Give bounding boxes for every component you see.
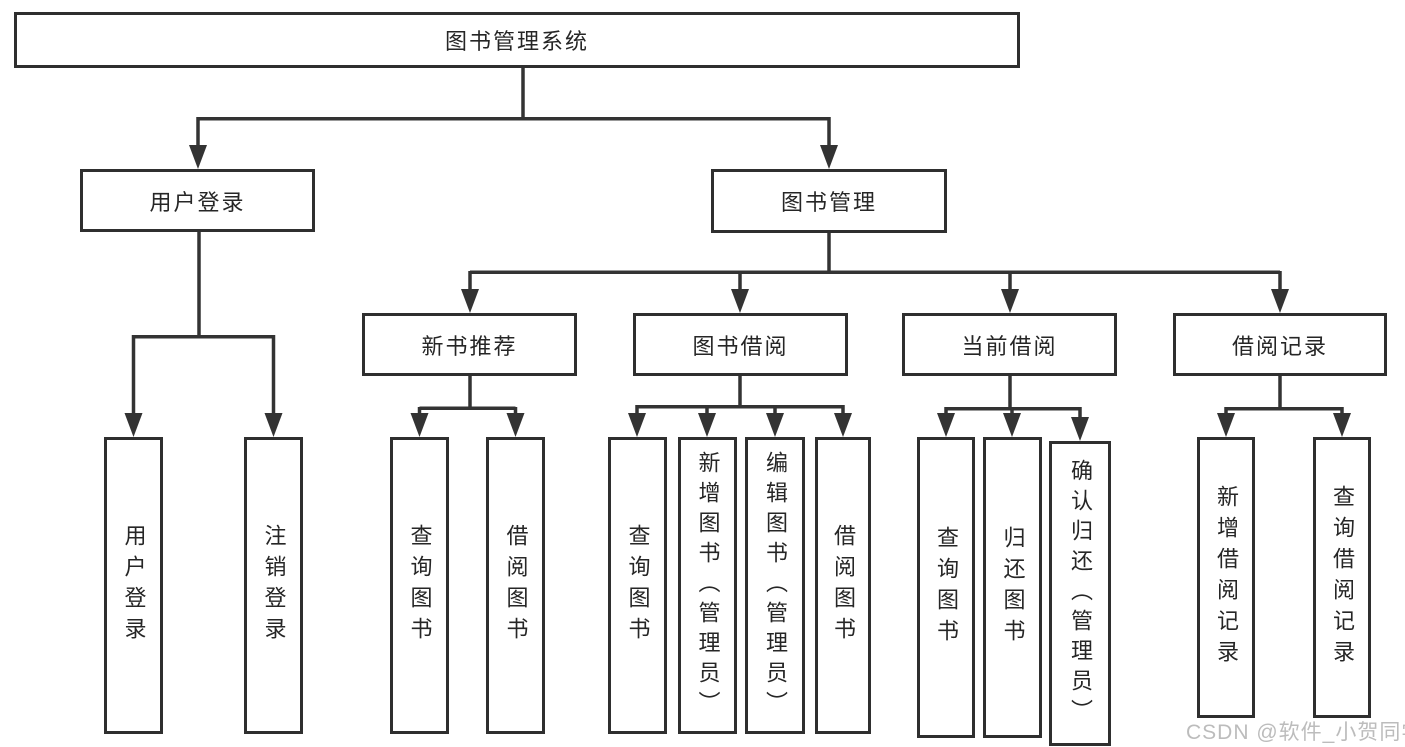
leaf-add-borrow-record: 新增借阅记录 — [1197, 437, 1255, 718]
arrowhead-add-book — [698, 413, 716, 437]
arrowhead-query-books-2 — [628, 413, 646, 437]
node-new-book-recommend: 新书推荐 — [362, 313, 577, 376]
arrowhead-add-record — [1217, 413, 1235, 437]
leaf-borrow-books-1: 借阅图书 — [486, 437, 545, 734]
arrowhead-borrow-books-2 — [834, 413, 852, 437]
leaf-return-book: 归还图书 — [983, 437, 1042, 738]
arrowhead-current-borrowing — [1001, 289, 1019, 313]
node-book-borrowing: 图书借阅 — [633, 313, 848, 376]
arrowhead-leaf-logout — [264, 413, 283, 437]
arrowhead-new-books — [461, 289, 479, 313]
leaf-query-borrow-record: 查询借阅记录 — [1313, 437, 1371, 718]
leaf-logout: 注销登录 — [244, 437, 303, 734]
arrowhead-book-borrowing — [731, 289, 749, 313]
node-user-login: 用户登录 — [80, 169, 315, 232]
leaf-user-login: 用户登录 — [104, 437, 163, 734]
arrowhead-return-book — [1003, 413, 1021, 437]
arrowhead-query-books-1 — [410, 413, 429, 437]
leaf-confirm-return-admin: 确认归还（管理员） — [1049, 441, 1111, 746]
arrowhead-query-books-3 — [937, 413, 955, 437]
arrowhead-confirm-return — [1071, 417, 1089, 441]
node-borrowing-records: 借阅记录 — [1173, 313, 1387, 376]
leaf-add-book-admin: 新增图书（管理员） — [678, 437, 737, 734]
arrowhead-edit-book — [766, 413, 784, 437]
arrowhead-borrowing-records — [1271, 289, 1289, 313]
leaf-query-books-1: 查询图书 — [390, 437, 449, 734]
node-library-management-system: 图书管理系统 — [14, 12, 1020, 68]
connector-strokes — [131, 68, 1344, 432]
arrowhead-borrow-books-1 — [506, 413, 525, 437]
arrowheads — [124, 145, 1351, 441]
leaf-query-books-3: 查询图书 — [917, 437, 975, 738]
arrowhead-user-login — [189, 145, 207, 169]
leaf-query-books-2: 查询图书 — [608, 437, 667, 734]
arrowhead-leaf-login — [124, 413, 143, 437]
node-book-management: 图书管理 — [711, 169, 947, 233]
arrowhead-query-record — [1333, 413, 1351, 437]
node-current-borrowing: 当前借阅 — [902, 313, 1117, 376]
leaf-borrow-books-2: 借阅图书 — [815, 437, 871, 734]
csdn-watermark: CSDN @软件_小贺同学 — [1186, 721, 1405, 744]
leaf-edit-book-admin: 编辑图书（管理员） — [745, 437, 805, 734]
arrowhead-book-management — [820, 145, 838, 169]
